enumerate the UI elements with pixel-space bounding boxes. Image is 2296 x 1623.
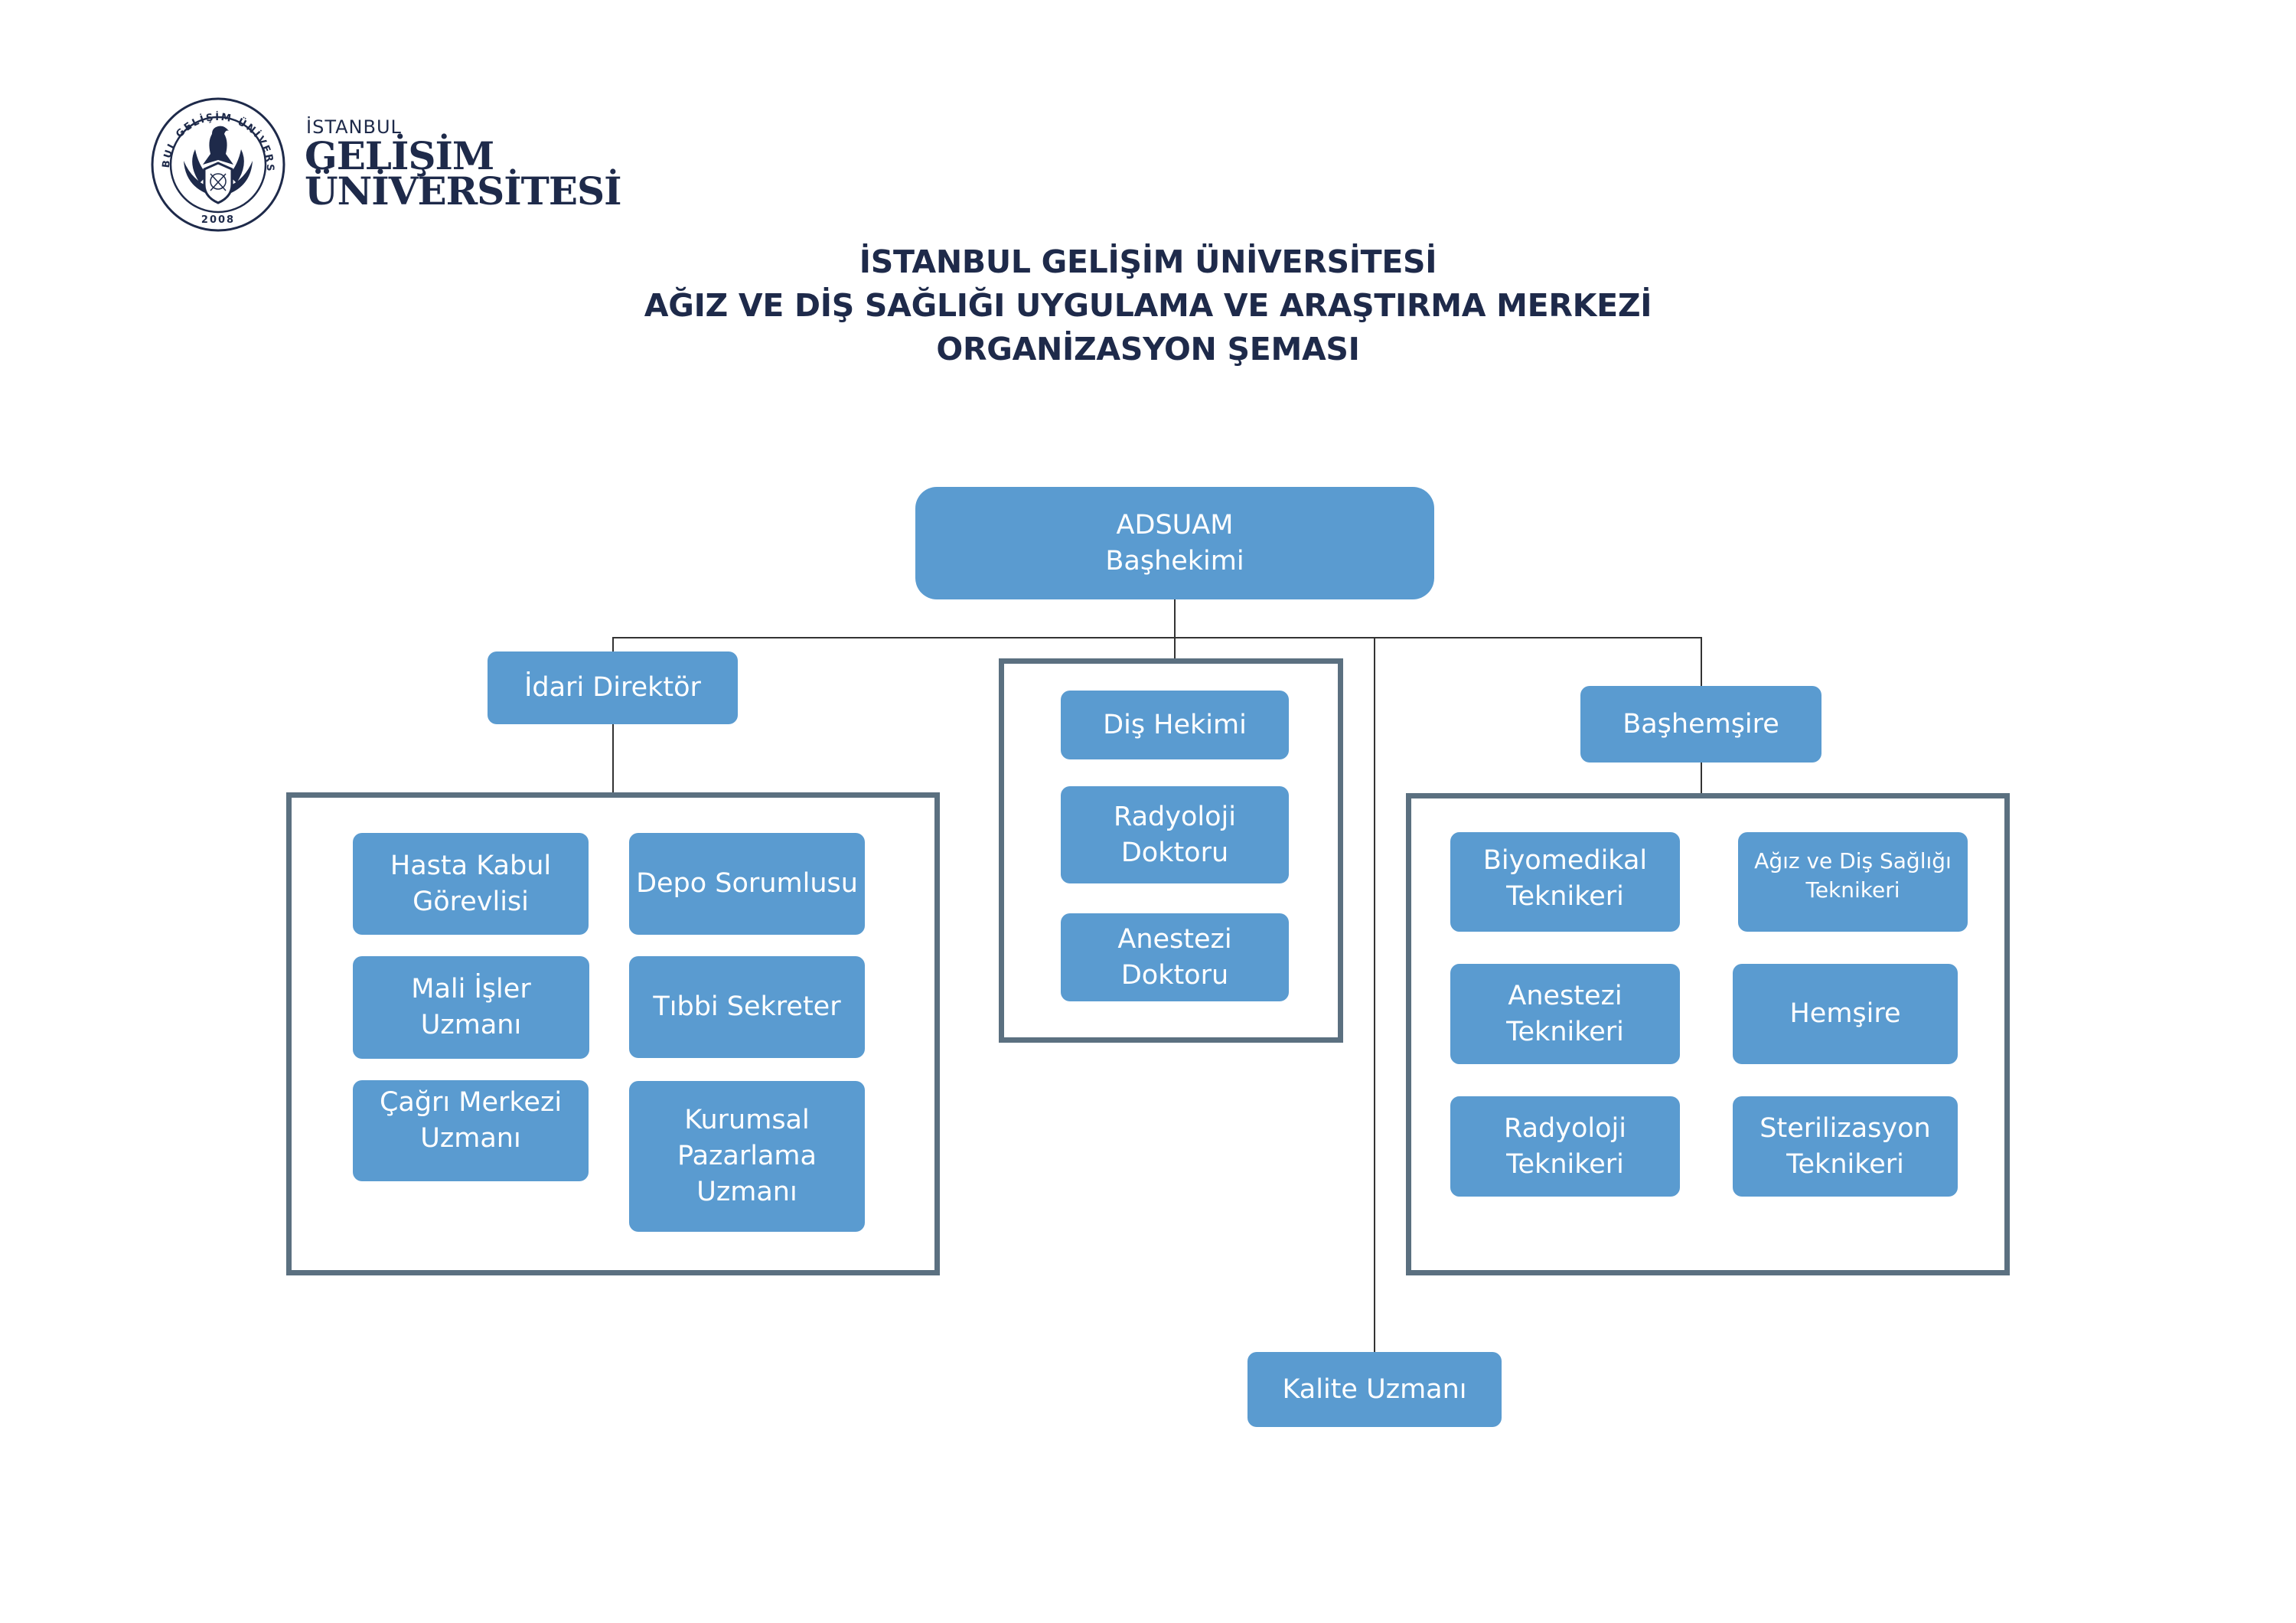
- node-label: Tıbbi Sekreter: [653, 991, 841, 1022]
- node-label-line: Sterilizasyon: [1760, 1112, 1931, 1144]
- node-label-line: Biyomedikal: [1482, 845, 1648, 876]
- node-label-line: Uzmanı: [420, 1123, 521, 1154]
- node-label-line: Ağız ve Diş Sağlığı: [1754, 848, 1952, 874]
- node-label-line: Teknikeri: [1506, 1016, 1624, 1047]
- node-label-line: Doktoru: [1120, 837, 1229, 868]
- university-seal-icon: İSTANBUL GELİŞİM ÜNİVERSİTESİ 2008: [149, 96, 285, 232]
- node-tibbi-sekreter[interactable]: Tıbbi Sekreter: [629, 956, 865, 1058]
- node-label-line: Kurumsal: [684, 1105, 810, 1135]
- wordmark-gelisim: GELİŞİM: [305, 133, 494, 178]
- node-label-line: Teknikeri: [1805, 877, 1900, 903]
- node-label-line: Teknikeri: [1506, 1148, 1624, 1180]
- node-label-line: Radyoloji: [1504, 1112, 1626, 1144]
- node-kalite-uzmani[interactable]: Kalite Uzmanı: [1247, 1352, 1502, 1427]
- wordmark-universitesi: ÜNİVERSİTESİ: [305, 168, 621, 214]
- node-label-line: ADSUAM: [1116, 509, 1234, 540]
- connector-horizontal-bus: [613, 637, 1702, 638]
- node-label: Diş Hekimi: [1103, 709, 1247, 740]
- node-label: Hemşire: [1789, 998, 1901, 1029]
- node-label: Başhemşire: [1623, 708, 1779, 740]
- node-label-line: Teknikeri: [1786, 1148, 1904, 1180]
- node-label-line: Mali İşler: [411, 974, 531, 1004]
- node-label-line: Başhekimi: [1105, 545, 1244, 576]
- node-label-line: Pazarlama: [677, 1141, 817, 1171]
- title-line-1: İSTANBUL GELİŞİM ÜNİVERSİTESİ: [859, 243, 1437, 280]
- node-dis-hekimi[interactable]: Diş Hekimi: [1061, 691, 1289, 759]
- node-label-line: Anestezi: [1117, 923, 1232, 955]
- wordmark-istanbul: İSTANBUL: [306, 116, 402, 138]
- node-label: Depo Sorumlusu: [636, 868, 858, 899]
- node-label-line: Hasta Kabul: [390, 850, 552, 881]
- node-label: İdari Direktör: [524, 672, 701, 703]
- connector-root-down: [1174, 599, 1176, 658]
- page-title: İSTANBUL GELİŞİM ÜNİVERSİTESİ AĞIZ VE Dİ…: [0, 240, 2296, 371]
- node-label-line: Uzmanı: [420, 1010, 522, 1040]
- node-label-line: Uzmanı: [696, 1177, 797, 1207]
- node-adsuam-bashekimi[interactable]: ADSUAM Başhekimi: [915, 487, 1434, 599]
- node-label-line: Teknikeri: [1506, 881, 1624, 912]
- node-label-line: Görevlisi: [413, 886, 529, 917]
- title-line-3: ORGANİZASYON ŞEMASI: [936, 331, 1360, 367]
- seal-year: 2008: [201, 214, 235, 226]
- node-label-line: Radyoloji: [1114, 801, 1236, 832]
- connector-bashemsire-down: [1701, 763, 1702, 793]
- node-label-line: Çağrı Merkezi: [379, 1087, 563, 1118]
- node-hemsire[interactable]: Hemşire: [1733, 964, 1958, 1064]
- node-label-line: Doktoru: [1120, 959, 1229, 991]
- title-line-2: AĞIZ VE DİŞ SAĞLIĞI UYGULAMA VE ARAŞTIRM…: [644, 287, 1652, 324]
- node-idari-direktor[interactable]: İdari Direktör: [488, 651, 738, 724]
- connector-kalite-branch: [1374, 637, 1375, 1352]
- node-label-line: Anestezi: [1508, 980, 1623, 1011]
- university-logo: İSTANBUL GELİŞİM ÜNİVERSİTESİ 2008 İSTAN…: [149, 96, 621, 233]
- node-bashemsire[interactable]: Başhemşire: [1580, 686, 1821, 763]
- node-label: Kalite Uzmanı: [1282, 1373, 1467, 1405]
- node-depo-sorumlusu[interactable]: Depo Sorumlusu: [629, 833, 865, 935]
